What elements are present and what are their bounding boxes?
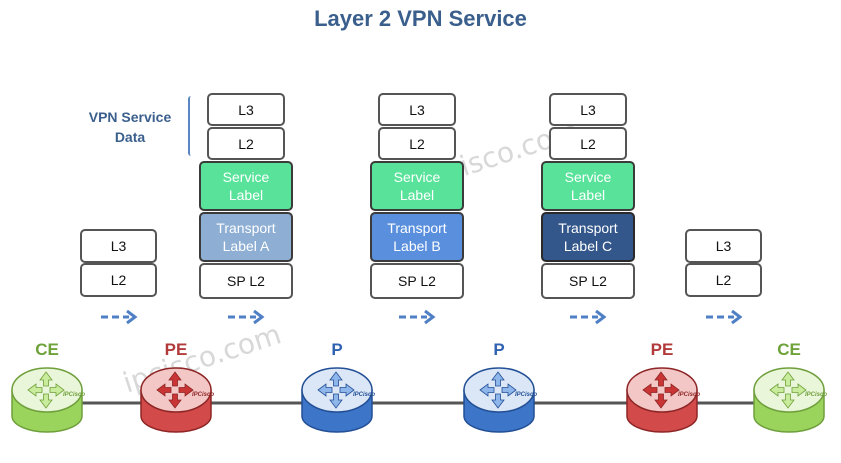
flow-arrow-ce2 [705,309,742,325]
svg-text:IPCisco: IPCisco [192,392,214,398]
stack-p2-layer-2: Service Label [541,161,635,211]
stack-ce1-layer-0: L3 [80,229,157,263]
flow-arrow-p2 [570,309,607,325]
flow-arrow-pe1 [228,309,265,325]
stack-p2-layer-0: L3 [549,93,627,126]
svg-text:IPCisco: IPCisco [353,392,375,398]
router-icon-pe-1: IPCisco [138,364,214,440]
svg-text:IPCisco: IPCisco [805,392,827,398]
stack-pe1-layer-3: Transport Label A [199,212,293,262]
vpn-data-bracket [188,96,194,156]
device-label-2: P [331,340,343,359]
vpn-service-data-label-line2: Data [114,129,146,145]
router-icon-p-2: IPCisco [299,364,375,440]
router-icon-pe-4: IPCisco [624,364,700,440]
stack-pe1-layer-1: L2 [207,127,285,160]
svg-text:IPCisco: IPCisco [515,392,537,398]
stack-ce1-layer-1: L2 [80,263,157,297]
diagram-title: Layer 2 VPN Service [314,6,527,31]
device-label-4: PE [650,340,674,359]
stack-pe1-layer-2: Service Label [199,161,293,211]
router-icon-ce-0: IPCisco [9,364,85,440]
stack-p2-layer-4: SP L2 [541,263,635,299]
device-label-0: CE [35,340,59,359]
svg-text:IPCisco: IPCisco [63,392,85,398]
stack-p1-layer-4: SP L2 [370,263,464,299]
vpn-service-data-label: VPN Service Data [80,107,180,147]
router-icon-p-3: IPCisco [461,364,537,440]
flow-arrow-p1 [399,309,436,325]
flow-arrow-ce1 [100,309,137,325]
stack-p1-layer-2: Service Label [370,161,464,211]
stack-pe1-layer-4: SP L2 [199,263,293,299]
device-label-5: CE [777,340,801,359]
router-icon-ce-5: IPCisco [751,364,827,440]
stack-ce2-layer-0: L3 [685,229,762,263]
device-label-3: P [493,340,505,359]
stack-pe1-layer-0: L3 [207,93,285,126]
svg-text:IPCisco: IPCisco [678,392,700,398]
vpn-service-data-label-line1: VPN Service [88,109,172,125]
stack-p1-layer-0: L3 [378,93,456,126]
stack-p2-layer-1: L2 [549,127,627,160]
stack-p2-layer-3: Transport Label C [541,212,635,262]
stack-p1-layer-3: Transport Label B [370,212,464,262]
stack-ce2-layer-1: L2 [685,263,762,297]
device-label-1: PE [164,340,188,359]
stack-p1-layer-1: L2 [378,127,456,160]
